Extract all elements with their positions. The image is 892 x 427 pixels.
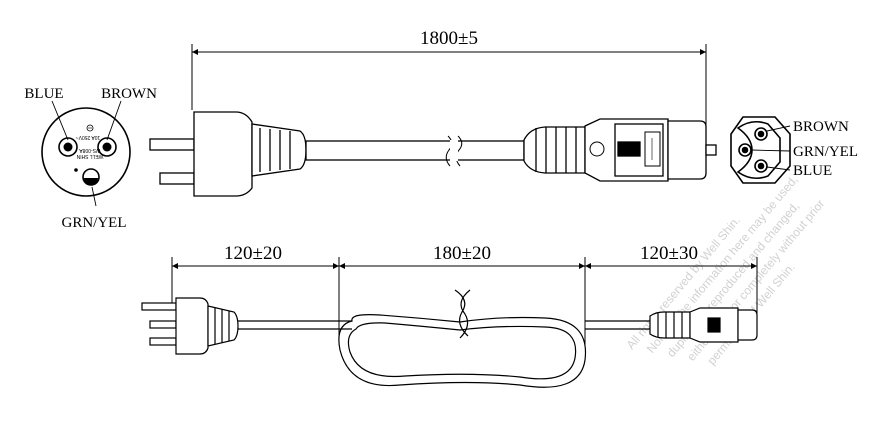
plug-earth-label: GRN/YEL — [62, 215, 127, 231]
plug-rating-text: 10A 250V~ — [76, 134, 101, 140]
cord-side-view — [149, 111, 717, 197]
connector-brown-label: BROWN — [793, 119, 849, 135]
plug-brown-label: BROWN — [101, 86, 157, 102]
copyright-watermark: All rights reserved by Well Shin. None o… — [624, 173, 828, 368]
coiled-cord-view — [141, 289, 758, 388]
connector-face — [730, 116, 791, 184]
connector-blue-label: BLUE — [793, 163, 832, 179]
connector-segment-label: 120±30 — [640, 243, 698, 264]
total-length-label: 1800±5 — [420, 28, 478, 49]
plug-maker-text: WELL SHIN — [76, 153, 103, 159]
plug-blue-label: BLUE — [24, 86, 63, 102]
plug-face: 10A 250V~ WELL SHIN WS-008A — [41, 100, 131, 207]
plug-segment-label: 120±20 — [224, 243, 282, 264]
plug-model-text: WS-008A — [79, 147, 101, 153]
connector-earth-label: GRN/YEL — [793, 144, 858, 160]
coil-segment-label: 180±20 — [433, 243, 491, 264]
bottom-dimensions — [171, 257, 758, 345]
